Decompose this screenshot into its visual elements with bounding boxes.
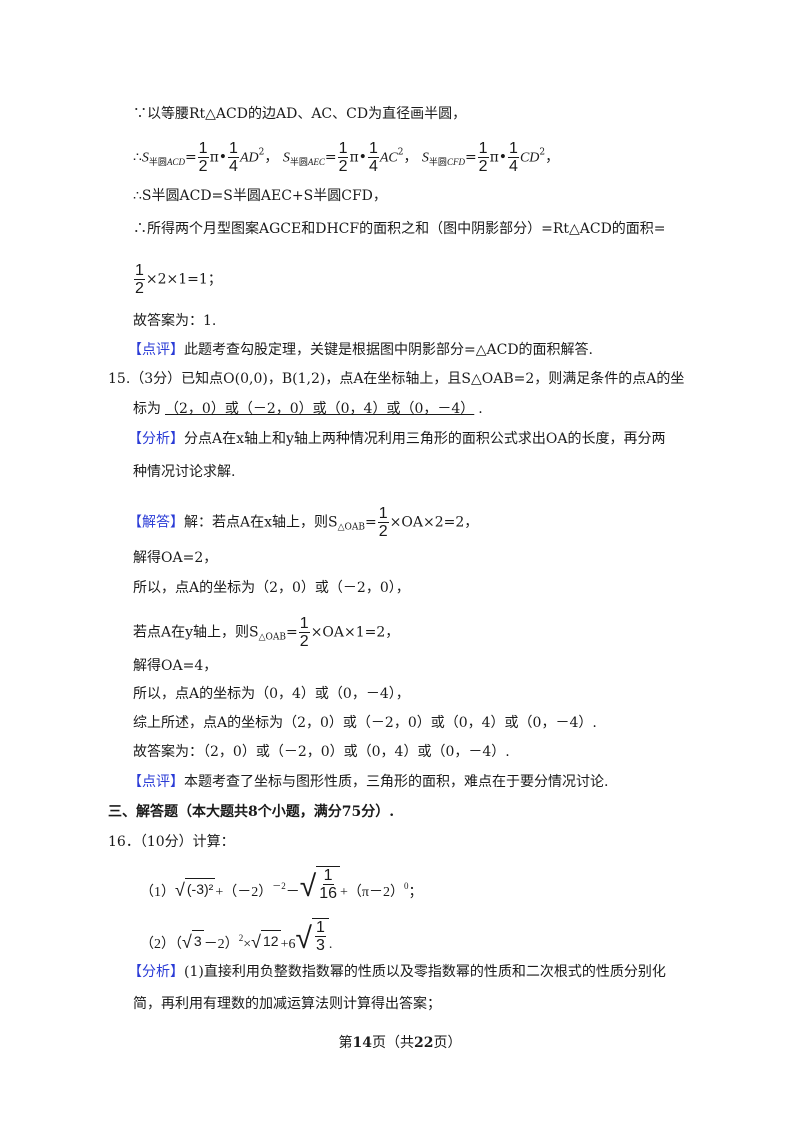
q15-stem-answer-line: 标为（2，0）或（－2，0）或（0，4）或（0，－4）. [133,401,483,417]
section-heading: 三、解答题（本大题共8个小题，满分75分）. [108,804,395,820]
q14-comment: 【点评】此题考查勾股定理，关键是根据图中阴影部分=△ACD的面积解答. [128,342,593,358]
q15-analysis: 【分析】分点A在x轴上和y轴上两种情况利用三角形的面积公式求出OA的长度，再分两 [128,431,666,447]
total-page-number: 22 [414,1035,434,1051]
q16-stem: 16．（10分）计算： [108,834,235,850]
analysis-tag: 【分析】 [128,964,184,980]
q14-line-sum: ∴S半圆ACD=S半圆AEC+S半圆CFD， [133,188,387,204]
current-page-number: 14 [352,1035,372,1051]
q15-solve-oa-2: 解得OA=2， [133,550,218,566]
q16-analysis-cont: 简，再利用有理数的加减运算法则计算得出答案； [133,996,441,1012]
solution-tag: 【解答】 [128,514,184,531]
q15-solve-oa-4: 解得OA=4， [133,658,218,674]
q15-answer: 故答案为：（2，0）或（－2，0）或（0，4）或（0，－4）. [133,744,510,760]
q15-coords-x: 所以，点A的坐标为（2，0）或（－2，0）， [133,580,410,596]
q14-answer: 故答案为：1. [133,313,217,329]
sqrt-expression: √12 [251,930,281,952]
comment-tag: 【点评】 [128,774,184,790]
analysis-tag: 【分析】 [128,431,184,447]
answer-blank: （2，0）或（－2，0）或（0，4）或（0，－4） [165,401,475,417]
sqrt-expression: √(-3)² [175,878,216,900]
q16-analysis: 【分析】(1)直接利用负整数指数幂的性质以及零指数幂的性质和二次根式的性质分别化 [128,964,666,980]
sqrt-expression: √3 [182,930,204,952]
page-footer: 第14页（共22页） [338,1035,462,1051]
q14-line-moon-area: ∴所得两个月型图案AGCE和DHCF的面积之和（图中阴影部分）=Rt△ACD的面… [133,221,666,237]
q15-comment: 【点评】本题考查了坐标与图形性质，三角形的面积，难点在于要分情况讨论. [128,774,609,790]
q15-coords-y: 所以，点A的坐标为（0，4）或（0，－4）， [133,686,410,702]
q15-summary: 综上所述，点A的坐标为（2，0）或（－2，0）或（0，4）或（0，－4）. [133,715,597,731]
q15-analysis-cont: 种情况讨论求解. [133,464,236,480]
q14-line-premise: ∵以等腰Rt△ACD的边AD、AC、CD为直径画半圆， [133,106,467,122]
q15-stem: 15.（3分）已知点O(0,0)，B(1,2)，点A在坐标轴上，且S△OAB=2… [108,371,685,387]
comment-tag: 【点评】 [128,342,184,358]
